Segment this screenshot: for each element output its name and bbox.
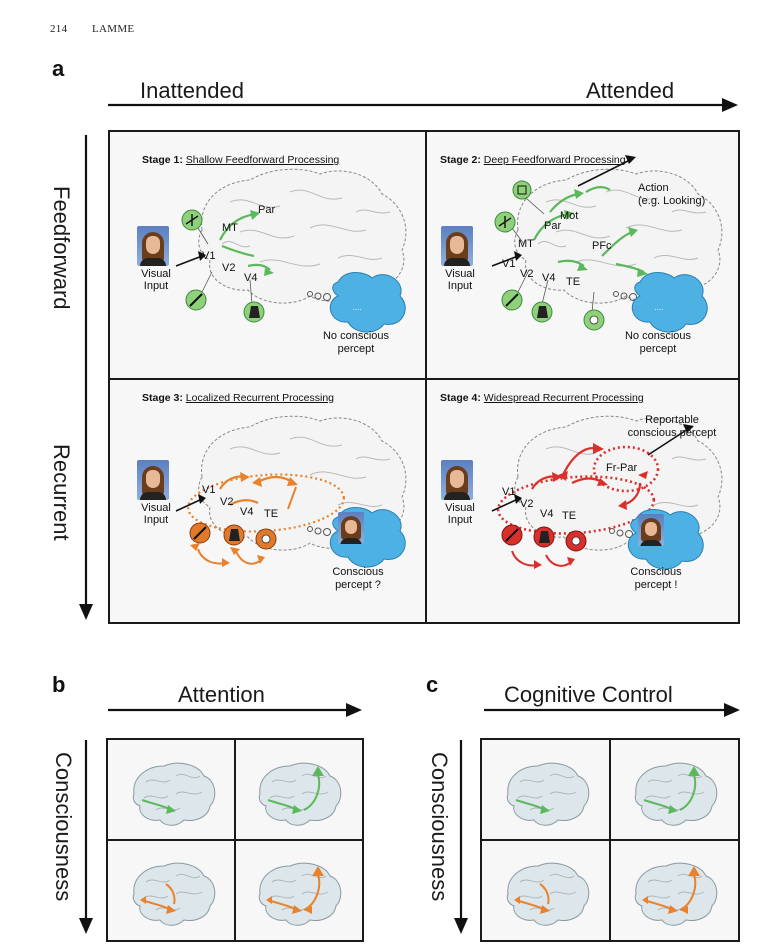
stage3-percept-face (338, 512, 364, 544)
running-head: LAMME (92, 23, 135, 35)
stage2-area-v2: V2 (520, 268, 534, 280)
page-number: 214 (50, 23, 68, 35)
stage4-report-label: Reportable conscious percept (627, 414, 717, 439)
c-brain-bottom-right (634, 862, 718, 926)
panel-a-letter: a (52, 56, 65, 81)
stage2-percept-cloud (631, 272, 708, 333)
stage1-brain (198, 168, 407, 304)
stage2-area-te: TE (566, 276, 581, 288)
b-brain-top-right (258, 762, 342, 826)
stage3-area-v4: V4 (240, 506, 254, 518)
panel-c-letter: c (426, 672, 439, 697)
stage2-thought-dots: .... (654, 303, 664, 312)
stage2-area-mot: Mot (560, 210, 579, 222)
stage1-percept-cloud (329, 272, 406, 333)
stage1-percept-label: No conscious percept (322, 330, 390, 355)
stage3-area-te: TE (264, 508, 279, 520)
stage4-percept-label: Conscious percept ! (630, 566, 682, 591)
stage1-thought-dots: .... (352, 303, 362, 312)
stage2-percept-label: No conscious percept (624, 330, 692, 355)
stage1-diagram (175, 168, 407, 333)
stage4-input-label: Visual Input (445, 502, 475, 526)
stage4-area-fr-par: Fr-Par (606, 462, 638, 474)
stage2-area-mt: MT (518, 238, 534, 250)
c-brain-bottom-left (506, 862, 590, 926)
stage2-action-label: Action (e.g. Looking) (638, 182, 706, 207)
stage2-area-pfc: PFc (592, 240, 612, 252)
stage4-area-v4: V4 (540, 508, 554, 520)
stage3-percept-label: Conscious percept ? (332, 566, 384, 591)
stage2-area-v4: V4 (542, 272, 556, 284)
stage1-area-v1: V1 (202, 250, 216, 262)
stage4-area-v1: V1 (502, 486, 516, 498)
stage3-area-v1: V1 (202, 484, 216, 496)
b-brain-bottom-left (132, 862, 216, 926)
axis-inattended: Inattended (140, 78, 244, 103)
axis-cognitive-control: Cognitive Control (504, 682, 673, 707)
stage1-area-v4: V4 (244, 272, 258, 284)
b-brain-bottom-right (258, 862, 342, 926)
stage3-input-label: Visual Input (141, 502, 171, 526)
stage1-input-label: Visual Input (141, 268, 171, 292)
stage4-area-te: TE (562, 510, 577, 522)
stage2-area-v1: V1 (502, 258, 516, 270)
axis-attention: Attention (178, 682, 265, 707)
stage2-diagram (491, 155, 723, 333)
stage4-title: Stage 4: Widespread Recurrent Processing (440, 392, 644, 404)
stage3-area-v2: V2 (220, 496, 234, 508)
stage1-area-mt: MT (222, 222, 238, 234)
c-brain-top-right (634, 762, 718, 826)
stage2-title: Stage 2: Deep Feedforward Processing (440, 154, 626, 166)
grid-dividers (110, 132, 738, 622)
axis-attended: Attended (586, 78, 675, 103)
stage2-input-label: Visual Input (445, 268, 475, 292)
b-brain-top-left (132, 762, 216, 826)
stage2-brain (514, 168, 723, 304)
stage2-face-image (441, 226, 473, 266)
stage3-title: Stage 3: Localized Recurrent Processing (142, 392, 335, 404)
stage1-area-par: Par (258, 204, 276, 216)
stage1-area-v2: V2 (222, 262, 236, 274)
stage2-area-par: Par (544, 220, 562, 232)
stage3-face-image (137, 460, 169, 500)
stage4-percept-face (638, 514, 664, 546)
stage4-face-image (441, 460, 473, 500)
stage1-title: Stage 1: Shallow Feedforward Processing (142, 154, 340, 166)
stage1-face-image (137, 226, 169, 266)
c-brain-top-left (506, 762, 590, 826)
panel-b-letter: b (52, 672, 66, 697)
stage4-area-v2: V2 (520, 498, 534, 510)
